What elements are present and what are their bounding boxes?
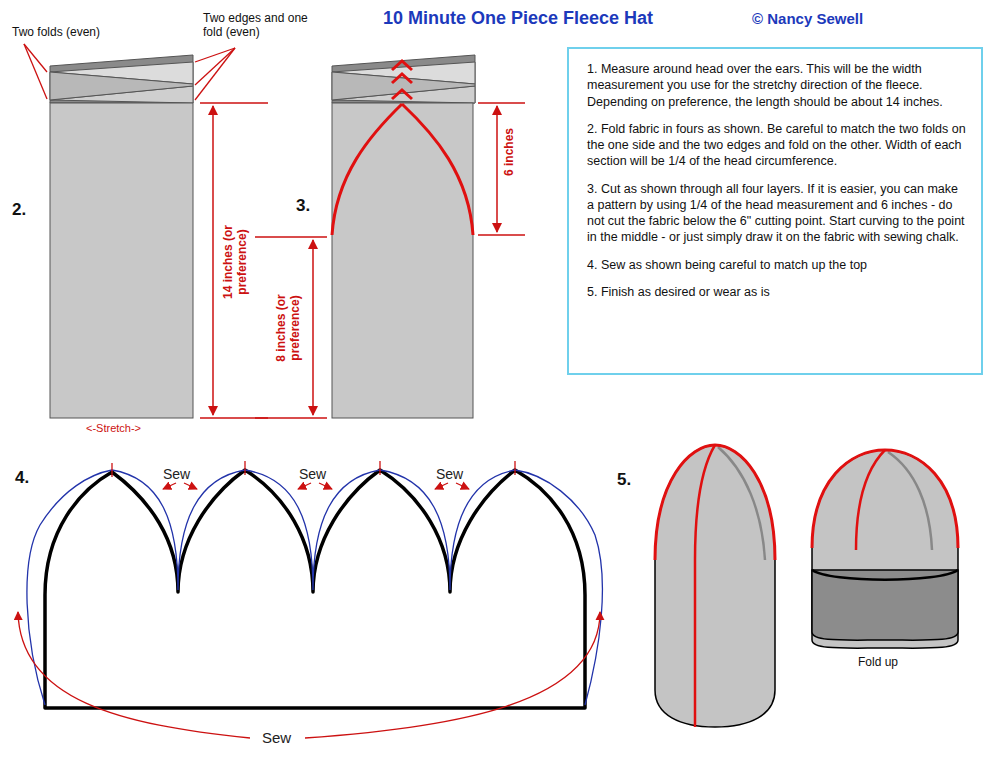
dimension-label: 14 inches (or preference) (222, 207, 250, 317)
dimension-label: 8 inches (or preference) (275, 273, 303, 383)
sew-label: Sew (299, 466, 326, 482)
instruction-step: 4. Sew as shown being careful to match u… (587, 257, 967, 273)
instruction-step: 1. Measure around head over the ears. Th… (587, 61, 967, 110)
dimension-label: 6 inches (503, 107, 517, 197)
leader-lines (24, 44, 235, 100)
sew-label: Sew (436, 466, 463, 482)
label: 5. (617, 470, 631, 490)
label: Two edges and one fold (even) (203, 12, 308, 40)
label: 3. (296, 196, 310, 216)
label: Two folds (even) (12, 26, 100, 40)
sew-label: Sew (262, 729, 291, 746)
dimension-14 (200, 103, 268, 418)
folded-fabric (50, 55, 193, 418)
cut-line (332, 61, 473, 235)
instruction-step: 3. Cut as shown through all four layers.… (587, 181, 967, 246)
sew-label: Sew (163, 466, 190, 482)
label: 2. (12, 200, 26, 220)
label: 4. (15, 468, 29, 488)
label: Fold up (858, 656, 898, 670)
opened-hat-pattern (27, 470, 602, 708)
instruction-step: 2. Fold fabric in fours as shown. Be car… (587, 121, 967, 170)
label: © Nancy Sewell (752, 10, 863, 27)
label: <-Stretch-> (86, 422, 141, 435)
finished-hat-tall (655, 445, 775, 727)
instruction-step: 5. Finish as desired or wear as is (587, 284, 967, 300)
page-title: 10 Minute One Piece Fleece Hat (383, 8, 653, 29)
sew-marks (18, 461, 600, 738)
finished-hat-folded (812, 450, 958, 648)
cut-fabric (332, 55, 475, 418)
instruction-box: 1. Measure around head over the ears. Th… (567, 47, 983, 375)
dimension-6-8 (255, 103, 525, 418)
